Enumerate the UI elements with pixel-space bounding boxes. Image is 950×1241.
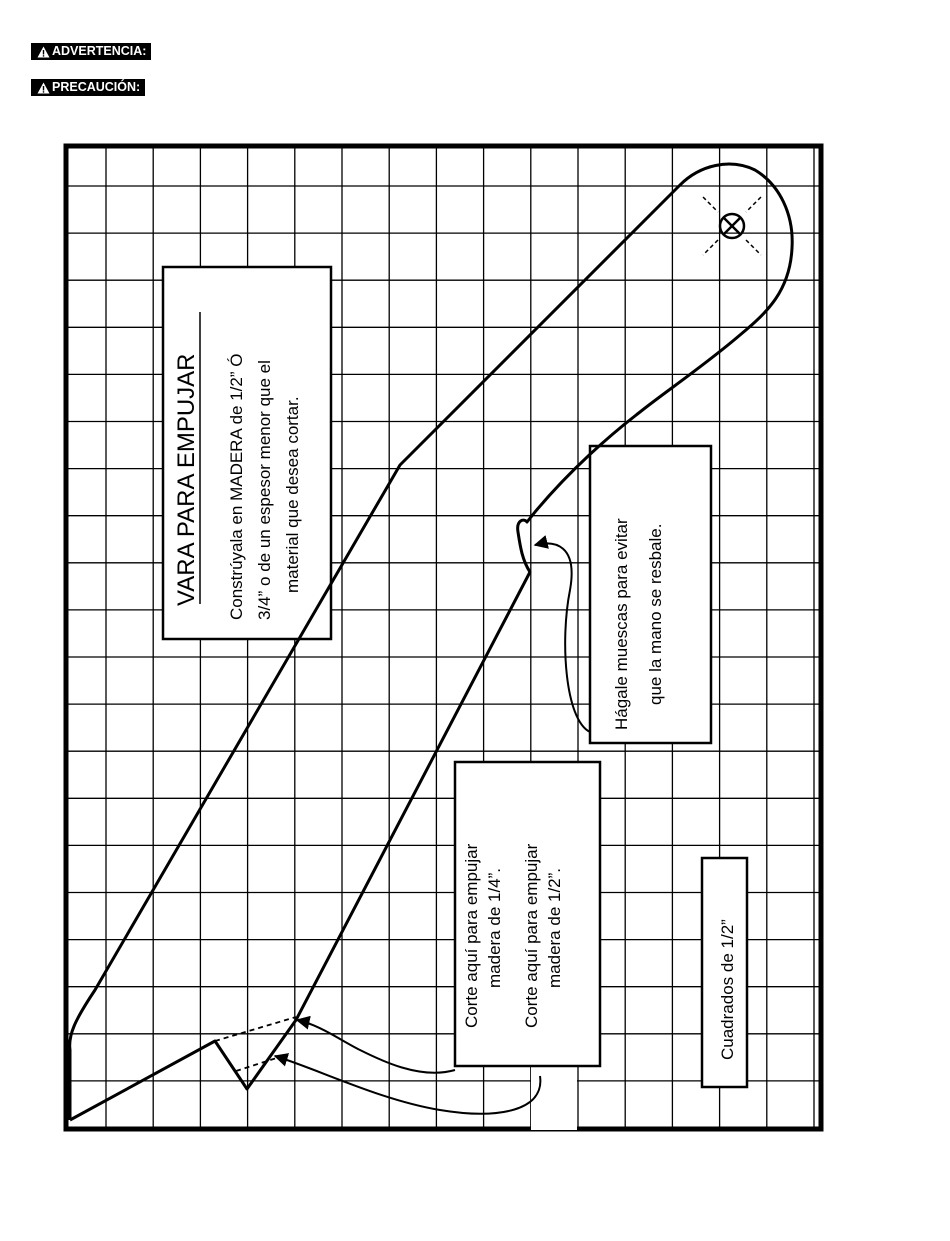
cut-quarter-note-line-2: madera de 1/4”.	[485, 868, 504, 988]
cut-half-note-line-2: madera de 1/2”.	[545, 868, 564, 988]
cut-quarter-leader-arrow	[297, 1020, 455, 1073]
notch-note-line-2: que la mano se resbale.	[646, 524, 665, 705]
construction-note-line-2: 3/4” o de un espesor menor que el	[255, 360, 274, 620]
construction-note-line-3: material que desea cortar.	[283, 396, 302, 593]
construction-note-line-1: Constrúyala en MADERA de 1/2” Ó	[227, 354, 246, 620]
diagram-title: VARA PARA EMPUJAR	[173, 353, 200, 606]
scale-note: Cuadrados de 1/2”	[718, 919, 737, 1060]
hanging-hole-icon	[703, 197, 761, 255]
notch-note-line-1: Hágale muescas para evitar	[612, 518, 631, 730]
cut-quarter-note-line-1: Corte aquí para empujar	[462, 843, 481, 1028]
cut-half-note-line-1: Corte aquí para empujar	[522, 843, 541, 1028]
